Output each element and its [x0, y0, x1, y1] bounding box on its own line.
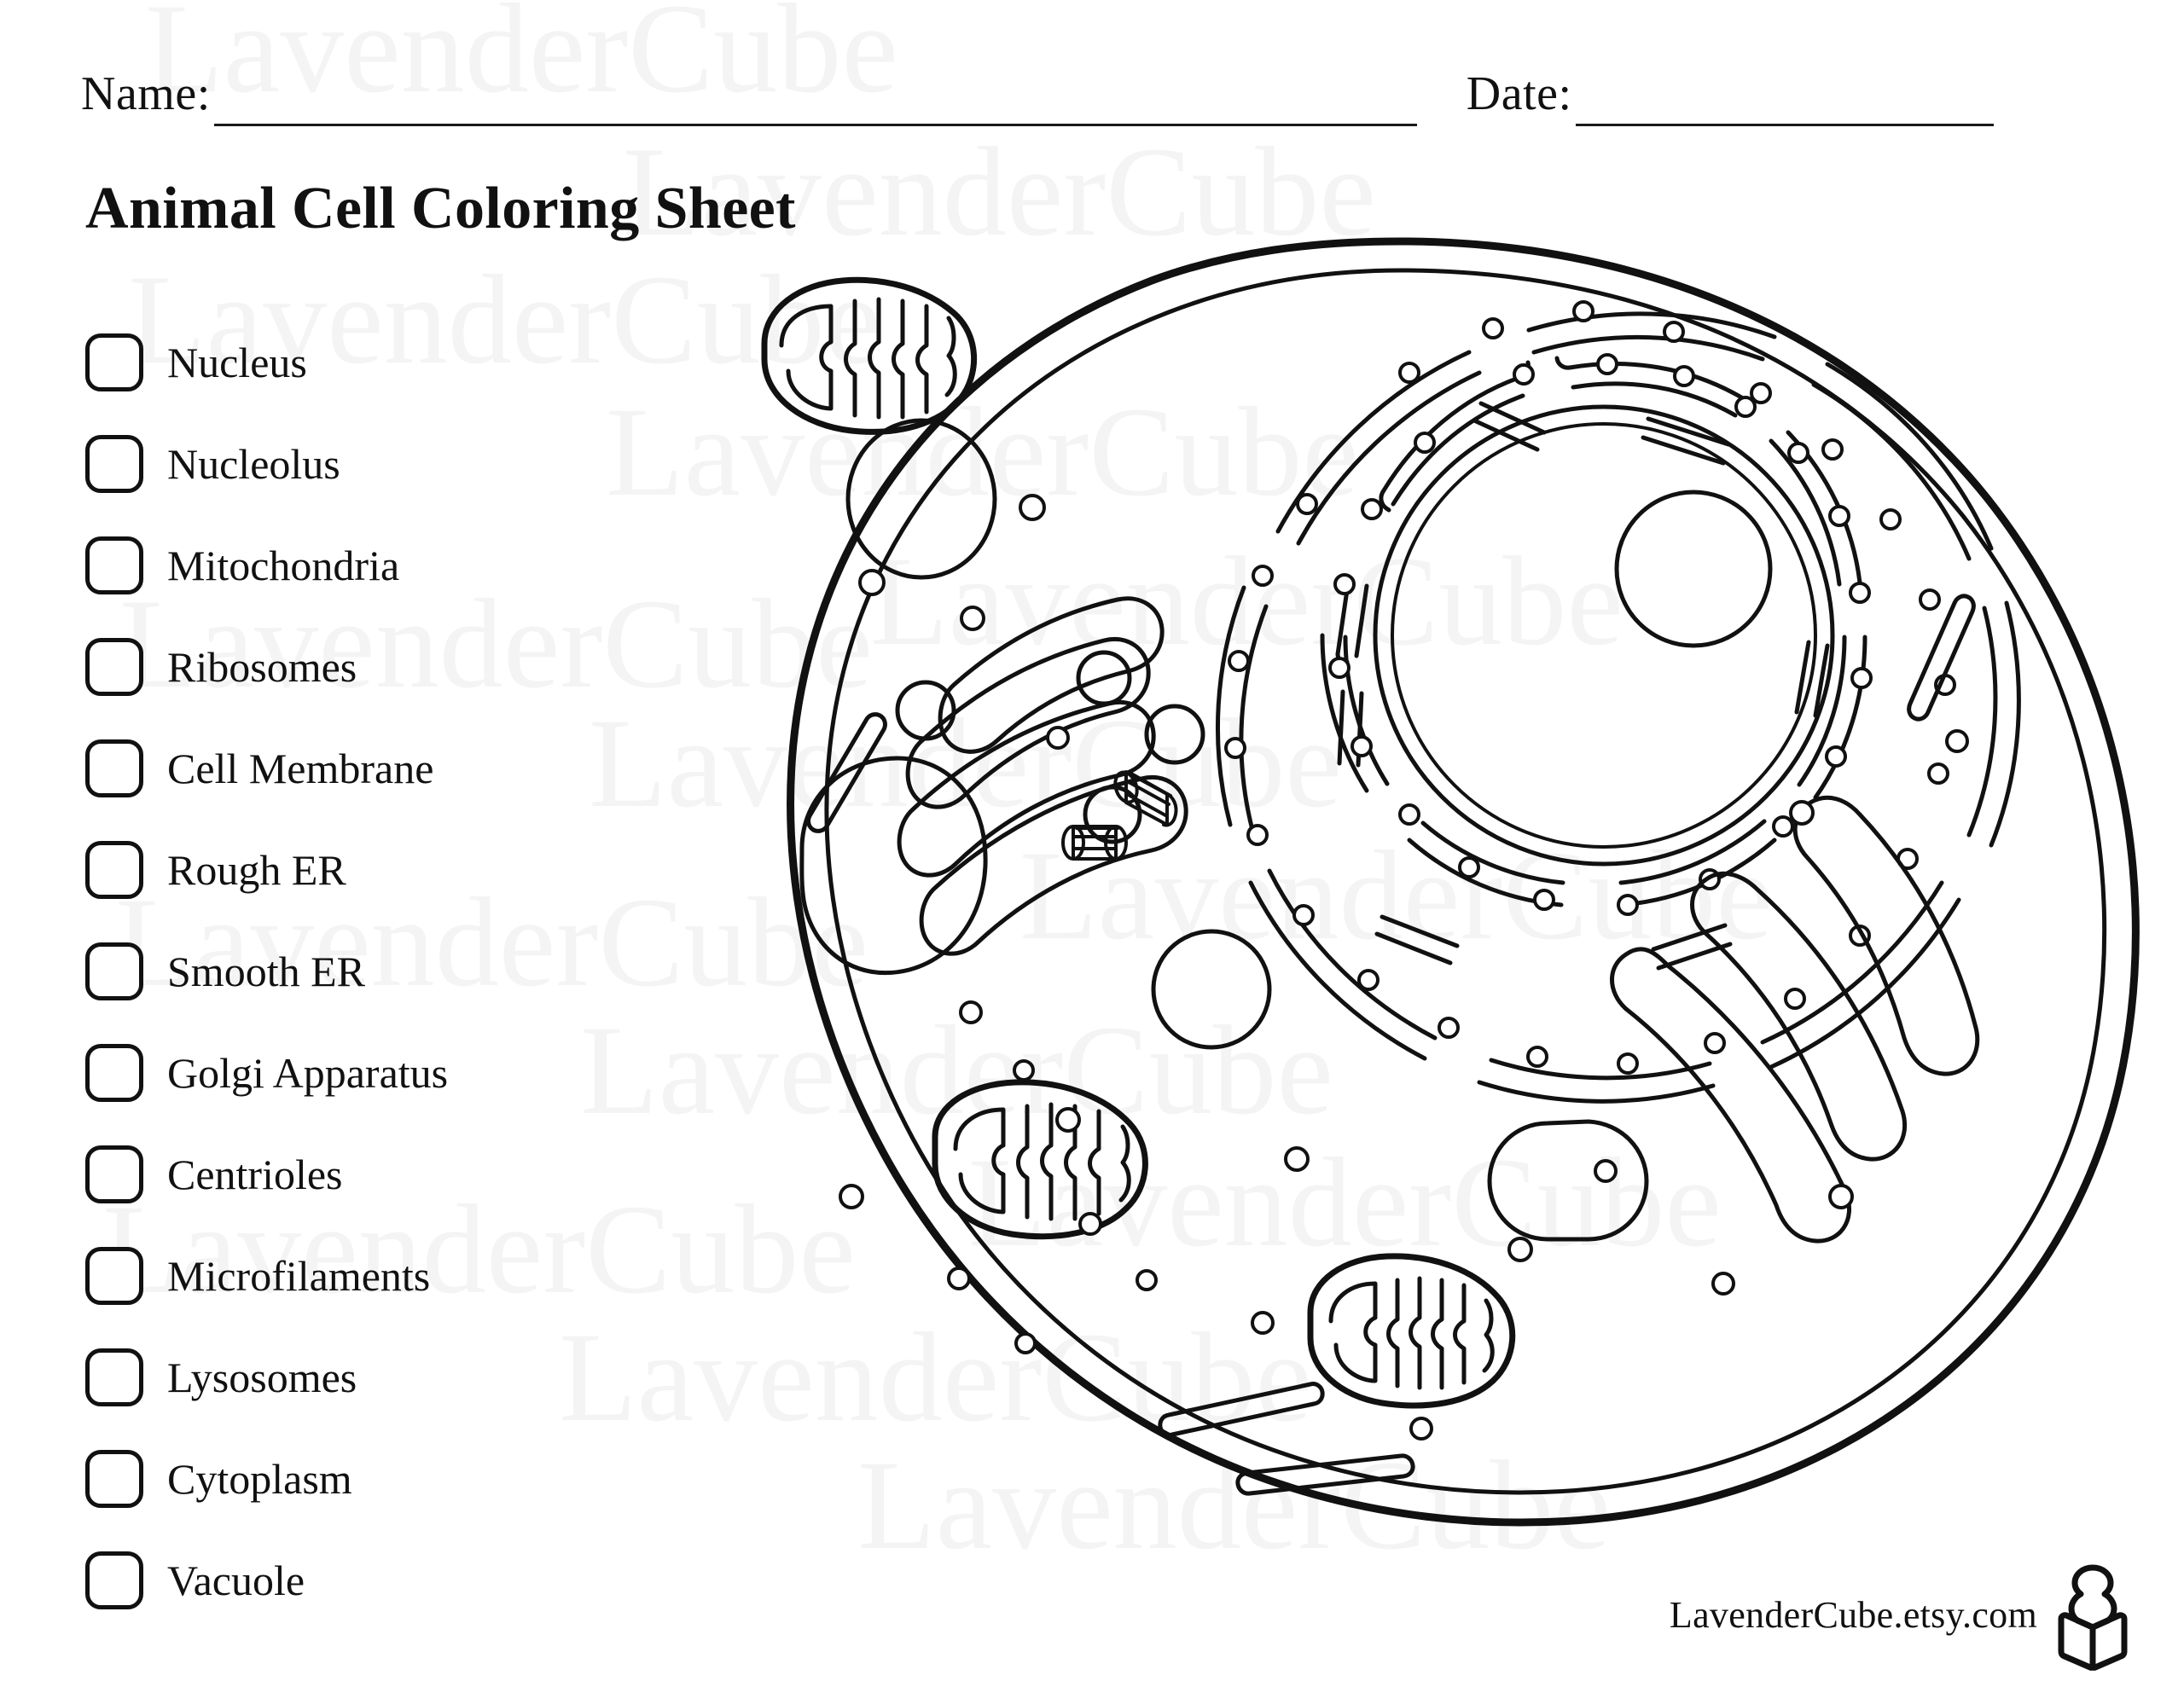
footer-branding: LavenderCube.etsy.com — [1670, 1562, 2129, 1672]
checklist-label: Rough ER — [167, 846, 346, 894]
checkbox-ribosomes[interactable] — [85, 638, 143, 696]
checkbox-smooth-er[interactable] — [85, 942, 143, 1000]
checkbox-mitochondria[interactable] — [85, 536, 143, 594]
mitochondria-icon — [761, 276, 1516, 1409]
checkbox-centrioles[interactable] — [85, 1145, 143, 1203]
checklist-row[interactable]: Cell Membrane — [85, 734, 631, 803]
name-input-line[interactable] — [213, 123, 1417, 126]
animal-cell-diagram — [751, 217, 2167, 1535]
checklist-label: Centrioles — [167, 1151, 343, 1198]
checklist-row[interactable]: Nucleus — [85, 328, 631, 397]
checkbox-lysosomes[interactable] — [85, 1348, 143, 1406]
checklist-row[interactable]: Vacuole — [85, 1546, 631, 1615]
rough-er-icon — [1215, 300, 2021, 1104]
checklist-row[interactable]: Cytoplasm — [85, 1445, 631, 1513]
centrioles-icon — [1061, 770, 1178, 861]
checklist-label: Vacuole — [167, 1557, 305, 1604]
checkbox-golgi-apparatus[interactable] — [85, 1044, 143, 1102]
checklist-row[interactable]: Microfilaments — [85, 1242, 631, 1310]
vacuole-icon — [799, 418, 997, 976]
checklist-label: Cytoplasm — [167, 1455, 352, 1503]
lysosome-icon — [895, 650, 1272, 1050]
checklist-label: Lysosomes — [167, 1354, 357, 1401]
header-fields: Name: Date: — [0, 67, 2184, 135]
checkbox-nucleus[interactable] — [85, 333, 143, 391]
checklist-label: Nucleolus — [167, 440, 340, 488]
checklist-label: Microfilaments — [167, 1252, 431, 1300]
checklist-row[interactable]: Mitochondria — [85, 531, 631, 600]
checklist-row[interactable]: Centrioles — [85, 1140, 631, 1209]
checkbox-vacuole[interactable] — [85, 1551, 143, 1609]
checklist-row[interactable]: Lysosomes — [85, 1343, 631, 1412]
checklist-row[interactable]: Smooth ER — [85, 937, 631, 1006]
checklist-label: Golgi Apparatus — [167, 1049, 449, 1097]
date-input-line[interactable] — [1575, 123, 1994, 126]
microfilaments-icon — [806, 594, 1976, 1496]
checklist-label: Ribosomes — [167, 643, 357, 691]
checklist-row[interactable]: Golgi Apparatus — [85, 1039, 631, 1107]
lavender-cube-logo-icon — [2056, 1562, 2129, 1672]
name-label: Name: — [81, 67, 211, 120]
checkbox-microfilaments[interactable] — [85, 1247, 143, 1305]
page-title: Animal Cell Coloring Sheet — [85, 176, 796, 241]
checklist-row[interactable]: Ribosomes — [85, 633, 631, 701]
checkbox-nucleolus[interactable] — [85, 435, 143, 493]
checklist-label: Mitochondria — [167, 542, 400, 589]
golgi-apparatus-icon — [897, 596, 1188, 956]
checklist-row[interactable]: Rough ER — [85, 836, 631, 904]
shop-url[interactable]: LavenderCube.etsy.com — [1669, 1593, 2037, 1636]
checkbox-cytoplasm[interactable] — [85, 1450, 143, 1508]
nucleus-icon — [1373, 404, 1835, 867]
cell-membrane-icon — [787, 237, 2140, 1527]
checklist-label: Smooth ER — [167, 948, 365, 995]
nucleolus-icon — [1614, 490, 1773, 648]
ribosomes-icon — [839, 494, 1969, 1441]
checklist-label: Cell Membrane — [167, 745, 434, 792]
checklist-row[interactable]: Nucleolus — [85, 430, 631, 498]
checklist-label: Nucleus — [167, 339, 307, 386]
checkbox-cell-membrane[interactable] — [85, 739, 143, 797]
checkbox-rough-er[interactable] — [85, 841, 143, 899]
date-label: Date: — [1466, 67, 1572, 120]
